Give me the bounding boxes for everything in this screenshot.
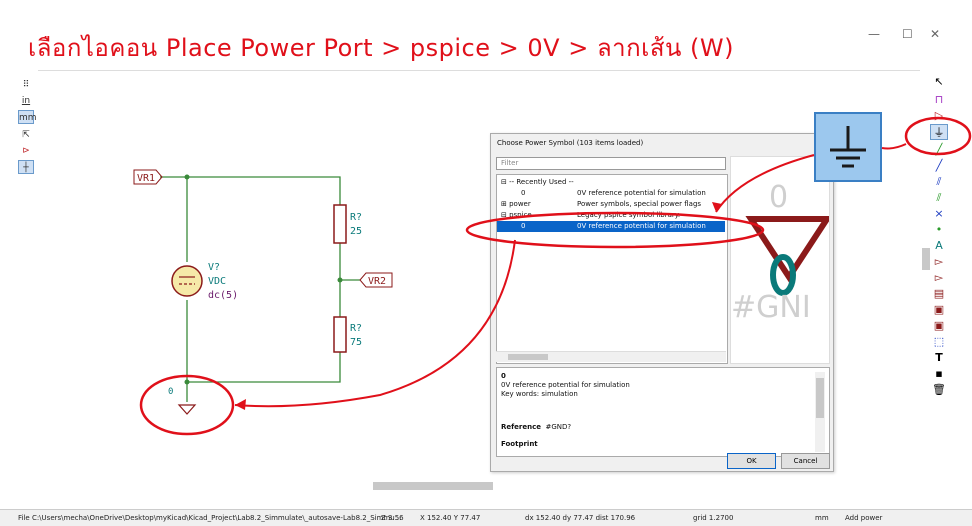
r2-ref: R? xyxy=(350,323,362,334)
vr2-global-label: VR2 xyxy=(359,272,393,288)
grid-icon[interactable]: ⠿ xyxy=(22,80,30,90)
symbol-preview: 0 #GNI xyxy=(730,156,830,364)
source-param: dc(5) xyxy=(208,290,238,301)
text-icon[interactable]: T xyxy=(935,351,943,364)
info-footprint-label: Footprint xyxy=(501,440,538,448)
hier-sheet-icon[interactable]: ▤ xyxy=(933,287,945,300)
units-inch-button[interactable]: in xyxy=(21,96,31,106)
horizontal-scroll-thumb[interactable] xyxy=(373,482,493,490)
ground-icon xyxy=(830,126,866,168)
hidden-pins-icon[interactable]: ⊳ xyxy=(22,146,30,156)
graphic-rect-icon[interactable]: ⬚ xyxy=(933,335,945,348)
tree-row[interactable]: ⊟ pspice Legacy pspice symbol library. xyxy=(497,210,725,221)
symbol-tree[interactable]: ⊟ -- Recently Used -- 0 0V reference pot… xyxy=(496,174,728,364)
status-grid: grid 1.2700 xyxy=(693,514,734,522)
info-description: 0V reference potential for simulation xyxy=(501,381,630,389)
status-bar: File C:\Users\mecha\OneDrive\Desktop\myK… xyxy=(0,509,972,526)
cursor-icon[interactable]: ⇱ xyxy=(22,130,30,140)
add-symbol-icon[interactable]: ▷ xyxy=(934,109,944,122)
tree-row[interactable]: ⊟ -- Recently Used -- xyxy=(497,177,725,188)
no-connect-icon[interactable]: × xyxy=(934,207,944,220)
hier-label-icon[interactable]: ▻ xyxy=(934,271,944,284)
minimize-button[interactable]: — xyxy=(868,27,880,41)
status-delta: dx 152.40 dy 77.47 dist 170.96 xyxy=(525,514,636,522)
tree-horizontal-scrollbar[interactable] xyxy=(496,351,726,362)
tree-row[interactable]: 0 0V reference potential for simulation xyxy=(497,188,725,199)
tree-row-name: ⊟ -- Recently Used -- xyxy=(501,178,574,186)
tree-row-name: ⊞ power xyxy=(501,200,531,208)
tree-row-desc: Power symbols, special power flags xyxy=(577,200,702,208)
info-scrollbar[interactable] xyxy=(815,372,825,452)
tree-row[interactable]: ⊞ power Power symbols, special power fla… xyxy=(497,199,725,210)
ground-value: 0 xyxy=(168,387,173,397)
choose-power-symbol-dialog: Choose Power Symbol (103 items loaded) F… xyxy=(490,133,834,472)
tree-scroll-thumb[interactable] xyxy=(508,354,548,360)
left-toolbar: ⠿ in mm ⇱ ⊳ ┼ xyxy=(15,74,37,484)
junction-icon[interactable]: • xyxy=(935,223,943,236)
preview-graphic: 0 #GNI xyxy=(731,180,829,325)
ground-highlight-ellipse xyxy=(139,374,235,436)
vr1-global-label: VR1 xyxy=(133,169,163,185)
highlight-net-icon[interactable]: ⊓ xyxy=(934,93,944,106)
maximize-button[interactable]: ☐ xyxy=(902,27,913,41)
dialog-title: Choose Power Symbol (103 items loaded) xyxy=(497,139,644,147)
svg-text:0: 0 xyxy=(769,180,788,215)
status-file: File C:\Users\mecha\OneDrive\Desktop\myK… xyxy=(18,514,402,522)
global-label-icon[interactable]: ▻ xyxy=(934,255,944,268)
tree-row-selected[interactable]: 0 0V reference potential for simulation xyxy=(497,221,725,232)
title-area xyxy=(0,0,972,70)
info-reference: Reference #GND? xyxy=(501,423,572,431)
info-keywords: Key words: simulation xyxy=(501,390,578,398)
bus-entry-icon[interactable]: ⫽ xyxy=(936,175,942,188)
source-value: VDC xyxy=(208,276,226,287)
vr1-text: VR1 xyxy=(137,173,155,184)
tree-row-desc: 0V reference potential for simulation xyxy=(577,222,706,230)
symbol-info-panel: 0 0V reference potential for simulation … xyxy=(496,367,830,457)
r1-ref: R? xyxy=(350,212,362,223)
resistor-2 xyxy=(333,316,347,353)
status-units: mm xyxy=(815,514,829,522)
select-arrow-icon[interactable]: ↖ xyxy=(934,75,944,88)
svg-text:#GNI: #GNI xyxy=(731,290,811,325)
close-button[interactable]: ✕ xyxy=(930,27,941,41)
voltage-source xyxy=(171,265,203,297)
r2-value: 75 xyxy=(350,337,362,348)
wire-entry-icon[interactable]: ⫽ xyxy=(936,191,942,204)
info-name: 0 xyxy=(501,372,506,380)
filter-input[interactable]: Filter xyxy=(496,157,726,170)
image-icon[interactable]: ▪ xyxy=(935,367,943,380)
ground-symbol xyxy=(177,404,197,415)
tree-row-desc: 0V reference potential for simulation xyxy=(577,189,706,197)
sheet-pin-icon[interactable]: ▣ xyxy=(933,303,945,316)
import-pin-icon[interactable]: ▣ xyxy=(933,319,945,332)
cancel-button[interactable]: Cancel xyxy=(781,453,830,469)
tree-row-name: 0 xyxy=(521,222,526,230)
vertical-scroll-thumb[interactable] xyxy=(922,248,930,270)
vr2-text: VR2 xyxy=(368,276,386,287)
net-label-icon[interactable]: A xyxy=(935,239,943,252)
status-zoom: Z 3.56 xyxy=(381,514,404,522)
tree-row-name: ⊟ pspice xyxy=(501,211,532,219)
horizontal-scrollbar[interactable] xyxy=(38,480,920,492)
delete-icon[interactable]: 🗑 xyxy=(932,383,946,396)
status-coords: X 152.40 Y 77.47 xyxy=(420,514,481,522)
info-scroll-thumb[interactable] xyxy=(816,378,824,418)
annotation-caption: เลือกไอคอน Place Power Port > pspice > 0… xyxy=(28,34,734,62)
r1-value: 25 xyxy=(350,226,362,237)
ok-button[interactable]: OK xyxy=(727,453,776,469)
add-bus-icon[interactable]: ╱ xyxy=(935,159,943,172)
tree-row-desc: Legacy pspice symbol library. xyxy=(577,211,681,219)
vertical-scrollbar[interactable] xyxy=(920,76,934,481)
wire-mode-icon[interactable]: ┼ xyxy=(18,160,34,174)
tree-row-name: 0 xyxy=(521,189,526,197)
power-icon-callout xyxy=(814,112,882,182)
status-mode: Add power xyxy=(845,514,883,522)
units-mm-button[interactable]: mm xyxy=(18,110,37,124)
source-ref: V? xyxy=(208,262,220,273)
resistor-1 xyxy=(333,204,347,244)
